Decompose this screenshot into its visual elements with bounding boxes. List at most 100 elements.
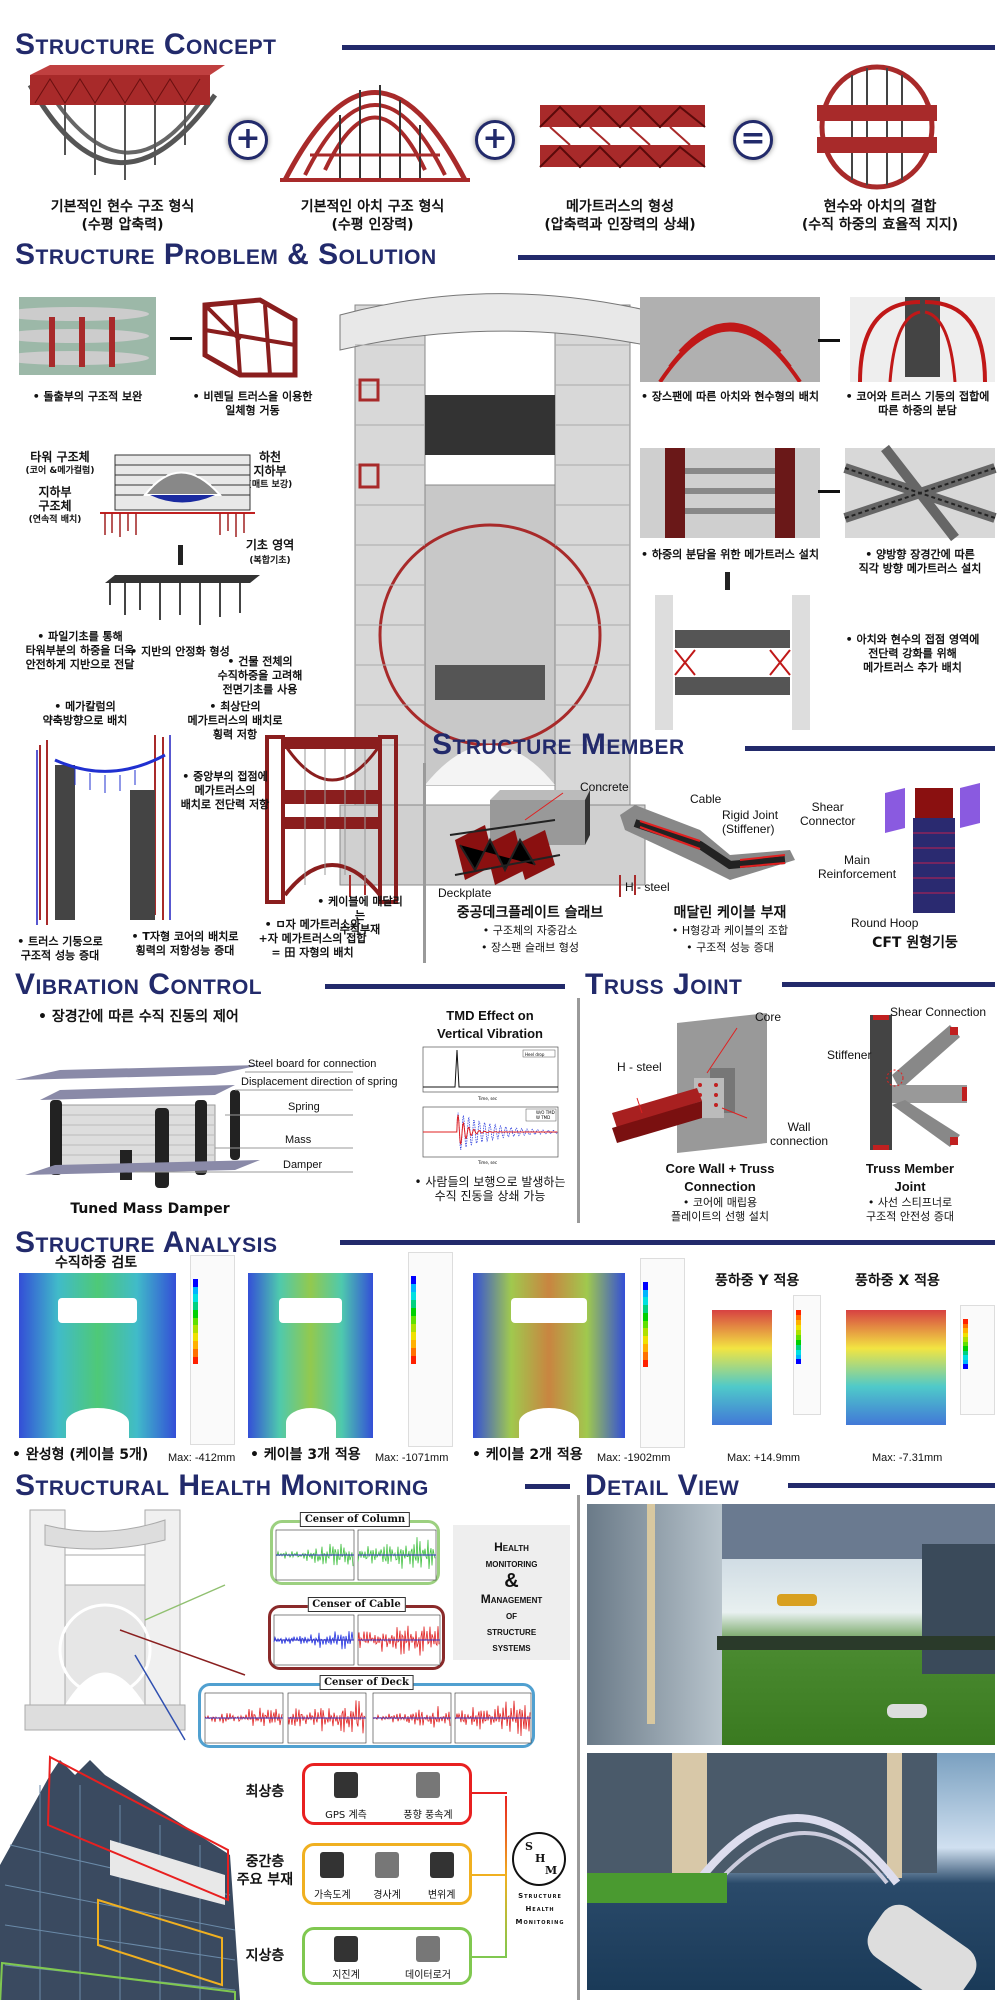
deck-bullet: • 장스팬 슬래브 형성 — [460, 941, 600, 955]
protrusion-render — [19, 297, 156, 375]
stiffener-label: Stiffener — [827, 1048, 871, 1062]
case-max: Max: -7.31mm — [872, 1451, 942, 1465]
plus-icon: + — [228, 120, 268, 160]
title-rule — [788, 1483, 995, 1488]
sensor-device-label: GPS 계측 — [311, 1806, 381, 1821]
foundation-area-label: 기초 영역 — [230, 538, 310, 552]
analysis-deformation-render — [846, 1310, 946, 1425]
sensor-signal-plot — [274, 1615, 354, 1665]
arch-structure-image — [280, 65, 470, 185]
deck-bullet: • 구조체의 자중감소 — [460, 924, 600, 938]
cft-column-render — [885, 778, 985, 913]
connector-line — [472, 1956, 507, 1958]
analysis-color-legend — [793, 1295, 821, 1415]
mega-grid-render — [265, 735, 400, 905]
h-steel-label: H - steel — [617, 1060, 662, 1074]
center-joint-label: • 중앙부의 접점에 메가트러스의 배치로 전단력 저항 — [175, 770, 275, 812]
tmd-label-damper: Damper — [283, 1158, 322, 1172]
sensor-device-label: 풍향 풍속계 — [393, 1806, 463, 1821]
legend-swatch — [193, 1333, 198, 1341]
legend-swatch — [193, 1357, 198, 1365]
sensor-device-icon — [416, 1936, 440, 1962]
sensor-device-icon — [334, 1772, 358, 1798]
sensor-device-label: 변위계 — [407, 1886, 477, 1901]
legend-swatch — [411, 1276, 416, 1284]
arrow-icon — [170, 337, 192, 340]
arrow-icon — [818, 490, 840, 493]
title-rule — [325, 984, 565, 989]
legend-swatch — [193, 1325, 198, 1333]
vibration-bullet: • 장경간에 따른 수직 진동의 제어 — [38, 1010, 239, 1024]
shm-logo: S H M — [512, 1832, 566, 1886]
analysis-color-legend — [408, 1252, 453, 1447]
shear-connector-label: Shear Connector — [800, 800, 855, 828]
sensor-signal-plot — [455, 1693, 531, 1743]
shm-level-label: 지상층 — [225, 1947, 305, 1965]
concept-label-suspension: 기본적인 현수 구조 형식 (수평 압축력) — [20, 198, 225, 234]
tower-structure-sublabel: (코어 &메가컬럼) — [15, 464, 105, 478]
core-wall-title: Core Wall + Truss Connection — [640, 1160, 800, 1196]
section-divider — [423, 763, 426, 963]
deckplate-label: Deckplate — [438, 886, 491, 900]
section-title-shm: Structural Health Monitoring — [15, 1471, 429, 1501]
shm-level-panel: 지진계데이터로거 — [302, 1927, 472, 1985]
health-monitoring-text: of — [453, 1607, 570, 1623]
detail-view-plaza-render — [587, 1504, 995, 1745]
arrow-icon — [818, 339, 840, 342]
legend-swatch — [796, 1359, 801, 1364]
section-divider — [577, 998, 580, 1223]
x-axis-label: Time, sec — [477, 1160, 497, 1165]
legend-swatch — [411, 1284, 416, 1292]
sensor-panel-title: Censer of Column — [300, 1512, 410, 1527]
truss-member-joint-render — [870, 1015, 970, 1150]
tower-structure-label: 타워 구조체 — [20, 450, 100, 464]
mat-foundation-label: • 건물 전체의 수직하중을 고려해 전면기초를 사용 — [215, 655, 305, 697]
legend-swatch — [643, 1282, 648, 1290]
sensor-panel-title: Censer of Cable — [307, 1597, 405, 1612]
legend-swatch — [643, 1321, 648, 1329]
title-rule — [525, 1484, 570, 1489]
truss-joint-title: Truss Member Joint — [845, 1160, 975, 1196]
legend-swatch — [193, 1302, 198, 1310]
arrow-down-icon — [178, 545, 183, 565]
cable-bullet: • 구조적 성능 증대 — [650, 941, 810, 955]
health-monitoring-text: monitoring — [453, 1555, 570, 1571]
legend-swatch — [193, 1287, 198, 1295]
core-megacolumn-render — [35, 725, 180, 935]
legend-swatch — [643, 1305, 648, 1313]
vierendeel-truss-image — [200, 300, 300, 380]
cft-column-title: CFT 원형기둥 — [860, 934, 970, 952]
legend-swatch — [411, 1348, 416, 1356]
legend-swatch — [411, 1340, 416, 1348]
sensor-device-label: 지진계 — [311, 1966, 381, 1981]
legend-swatch — [411, 1356, 416, 1364]
sensor-signal-plot — [288, 1693, 366, 1743]
health-monitoring-text: Health — [453, 1539, 570, 1555]
section-title-detail-view: Detail View — [585, 1471, 739, 1501]
connector-line — [472, 1792, 507, 1794]
sensor-signal-plot — [276, 1530, 354, 1580]
pile-foundation-image — [100, 575, 260, 630]
vierendeel-label: • 비렌딜 트러스을 이용한 일체형 거동 — [185, 390, 320, 418]
legend-swatch — [193, 1310, 198, 1318]
analysis-deformation-render — [248, 1273, 373, 1438]
deck-slab-title: 중공데크플레이트 슬래브 — [430, 904, 630, 922]
megatruss-image — [540, 100, 705, 170]
orthogonal-truss-render — [845, 448, 995, 538]
section-title-vibration-control: Vibration Control — [15, 970, 262, 1000]
core-truss-label: • 코어와 트러스 기둥의 접합에 따른 하중의 분담 — [835, 390, 1000, 418]
core-wall-connection-render — [612, 1013, 772, 1153]
shear-reinforce-label: • 아치와 현수의 접점 영역에 전단력 강화를 위해 메가트러스 추가 배치 — [830, 633, 995, 675]
logo-letter: M — [545, 1864, 557, 1877]
rigid-joint-label: Rigid Joint (Stiffener) — [722, 808, 778, 836]
sensor-signal-plot — [205, 1693, 283, 1743]
vibration-bullet-2: • 사람들의 보행으로 발생하는 수직 진동을 상쇄 가능 — [400, 1175, 580, 1203]
vertical-load-title: 수직하중 검토 — [55, 1256, 137, 1270]
health-monitoring-text: & — [453, 1571, 570, 1591]
sensor-signal-plot — [373, 1693, 451, 1743]
suspension-structure-image — [25, 65, 215, 185]
analysis-deformation-render — [19, 1273, 176, 1438]
case-label: • 케이블 3개 적용 — [250, 1448, 361, 1462]
health-monitoring-text: systems — [453, 1639, 570, 1655]
title-rule — [518, 255, 995, 260]
